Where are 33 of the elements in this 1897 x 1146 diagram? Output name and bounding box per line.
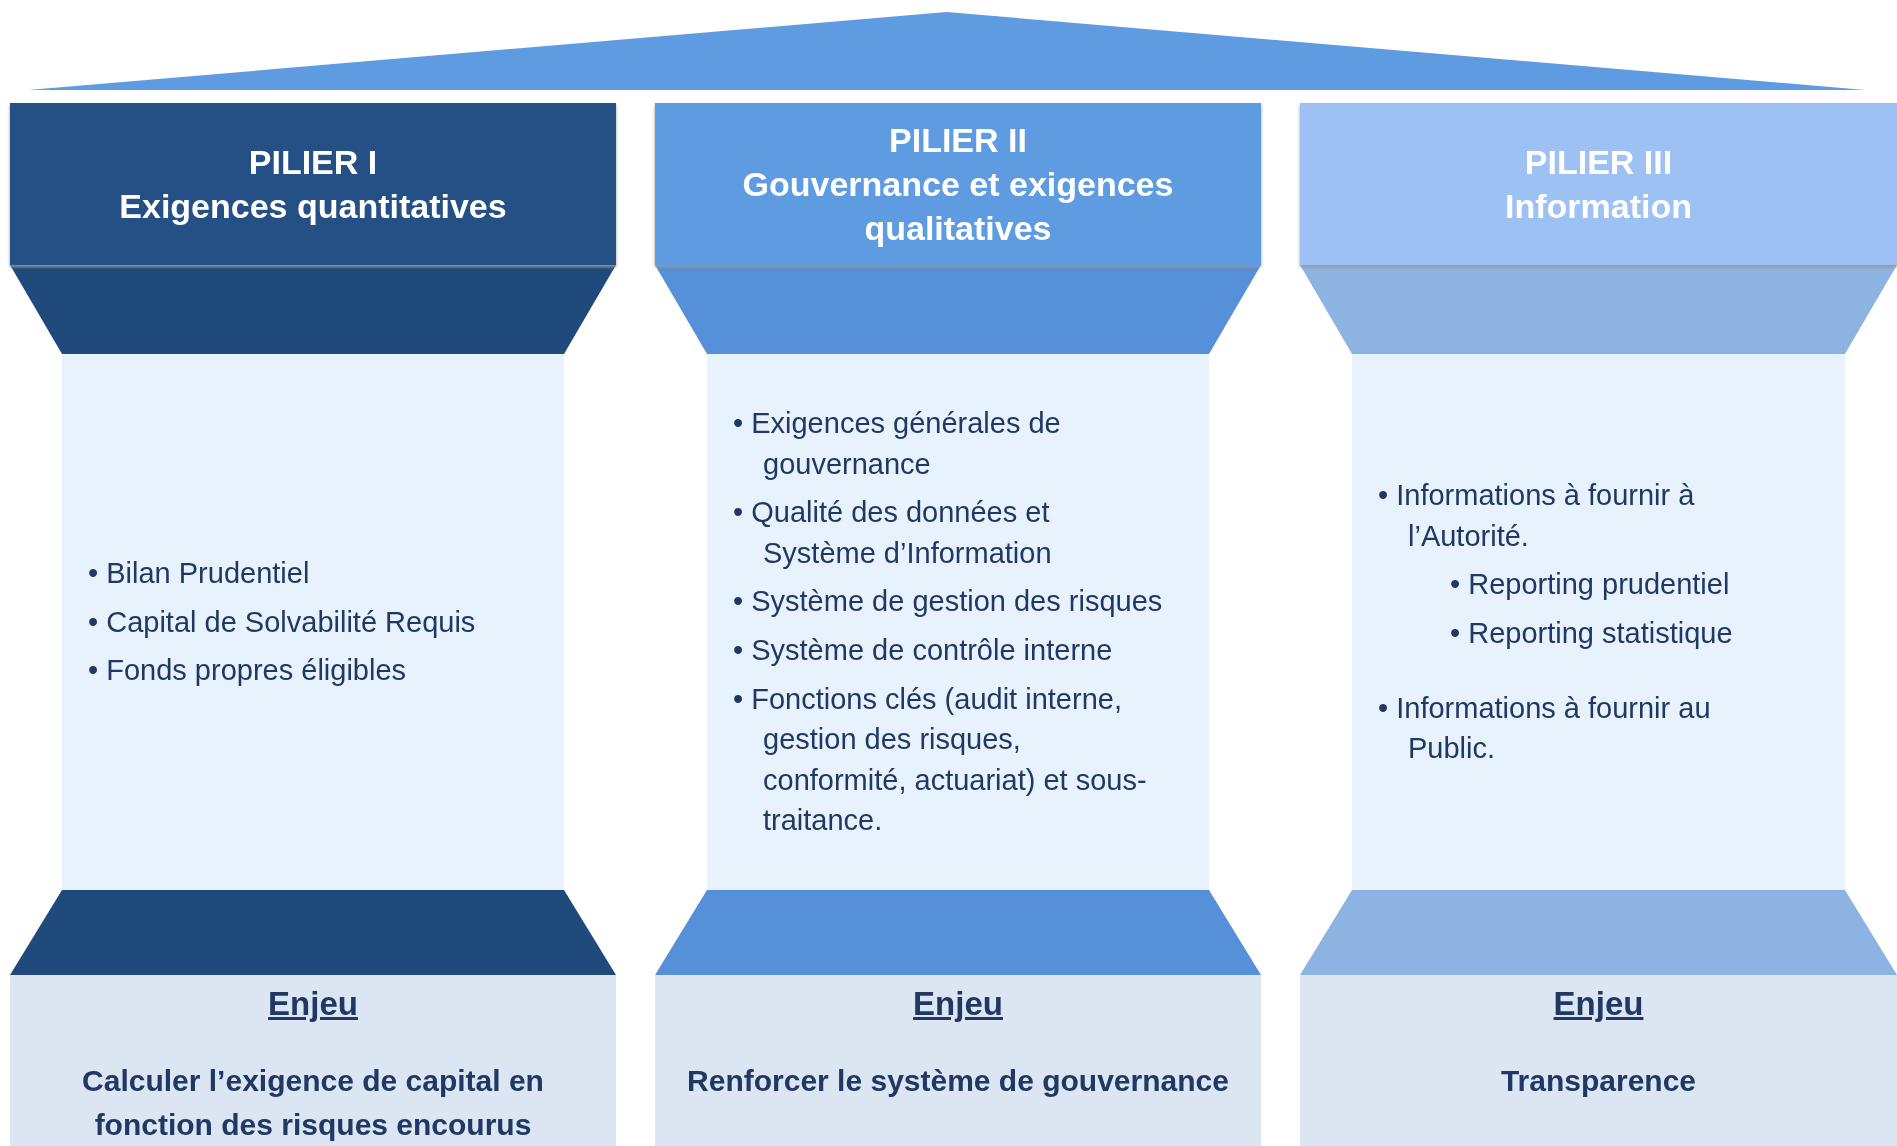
stake-panel: [1300, 975, 1897, 1146]
panel-text: Transparence: [1499, 1063, 1698, 1099]
bullet-item: • Système de contrôle interne: [732, 633, 1113, 668]
stake-panel: [10, 975, 616, 1146]
pillar-header: [1300, 103, 1897, 265]
panel-heading: Enjeu: [913, 985, 1003, 1023]
panel-heading: Enjeu: [1553, 985, 1644, 1023]
panel-text: Calculer l’exigence de capital en fonction des risques encourus: [81, 1063, 545, 1143]
header-text: Exigences quantitatives: [119, 186, 507, 227]
header-text: PILIER II: [889, 119, 1027, 161]
panel-text: Renforcer le système de gouvernance: [686, 1063, 1230, 1099]
panel-heading: Enjeu: [268, 985, 358, 1023]
bullet-item: • Exigences générales de gouvernance: [732, 406, 1062, 482]
header-text: PILIER III: [1524, 141, 1673, 183]
header-text: Gouvernance et exigences qualitatives: [741, 163, 1175, 250]
pillar-body: [62, 354, 564, 890]
bullet-item: • Système de gestion des risques: [732, 584, 1163, 620]
bullet-item: • Fonctions clés (audit interne, gestion des risques, conformité, actuariat) et sous-traitance.: [732, 681, 1148, 839]
bullet-item: • Reporting statistique: [1449, 616, 1733, 651]
header-text: Information: [1505, 186, 1692, 227]
bullet-item: • Bilan Prudentiel: [87, 556, 310, 592]
pillar-header: [10, 103, 616, 265]
pillar-body: [707, 354, 1209, 890]
bullet-item: • Fonds propres éligibles: [87, 653, 407, 689]
bullet-item: • Informations à fournir à l’Autorité.: [1377, 478, 1696, 554]
bullet-item: • Capital de Solvabilité Requis: [87, 604, 476, 640]
pillar-body: [1352, 354, 1845, 890]
stake-panel: [655, 975, 1261, 1146]
bullet-item: • Informations à fournir au Public.: [1377, 690, 1712, 767]
pillar-header: [655, 103, 1261, 265]
bullet-item: • Reporting prudentiel: [1449, 567, 1730, 603]
header-text: PILIER I: [248, 141, 378, 183]
bullet-item: • Qualité des données et Système d’Information: [732, 495, 1053, 571]
